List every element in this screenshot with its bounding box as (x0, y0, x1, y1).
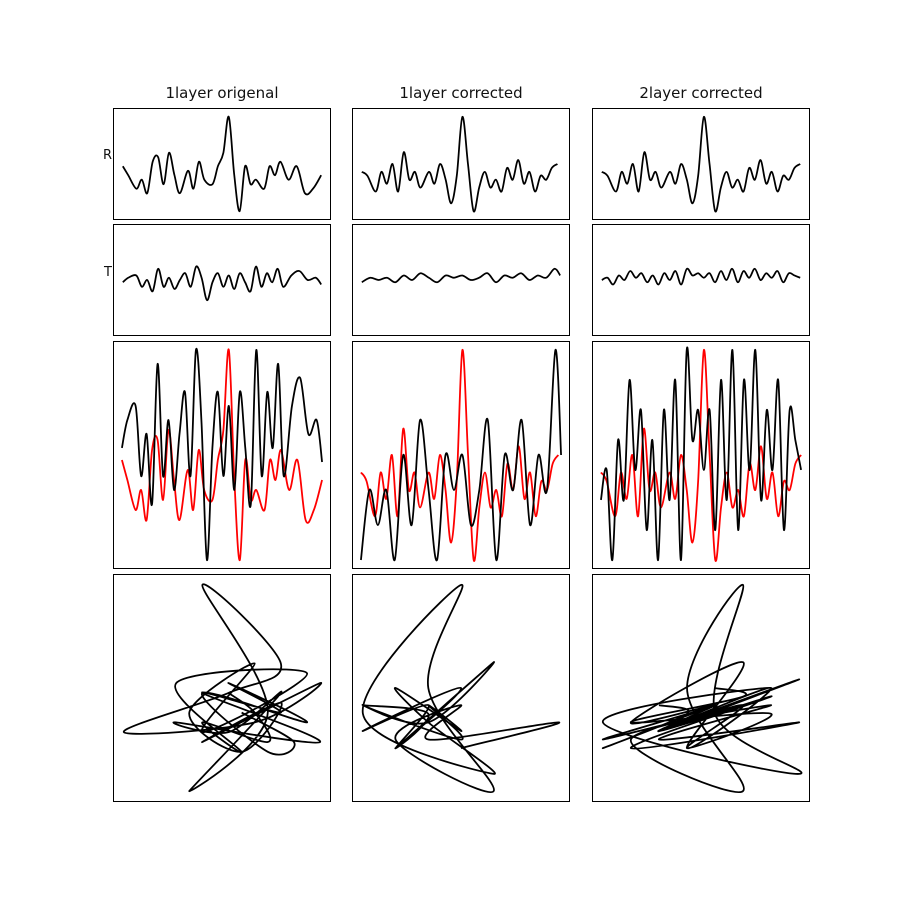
panel-motion-col2-plot (361, 584, 560, 793)
panel-overlay-col3-plot (600, 346, 802, 562)
column-title-2: 1layer corrected (399, 84, 523, 102)
column-title-1: 1layer origenal (165, 84, 279, 102)
series-t-overlay-line (121, 347, 323, 561)
series-r-overlay-line (600, 349, 802, 562)
panel-t-col2 (352, 224, 570, 336)
panel-t-col3 (592, 224, 810, 336)
panel-r-col3-plot (601, 115, 801, 213)
particle-motion-line (361, 584, 560, 793)
series-r-line (601, 115, 801, 213)
series-r-line (361, 115, 558, 213)
particle-motion-line (123, 583, 323, 792)
panel-t-col1 (113, 224, 331, 336)
panel-overlay-col1-plot (121, 347, 323, 561)
series-t-line (361, 267, 561, 284)
panel-motion-col1-plot (123, 583, 323, 792)
panel-overlay-col2 (352, 341, 570, 569)
panel-r-col1-plot (122, 115, 322, 213)
panel-overlay-col3 (592, 341, 810, 569)
column-title-3: 2layer corrected (639, 84, 763, 102)
panel-r-col2-plot (361, 115, 558, 213)
row-label-t: T (104, 265, 112, 280)
series-t-line (601, 267, 801, 286)
panel-motion-col3 (592, 574, 810, 802)
panel-motion-col3-plot (602, 584, 803, 793)
panel-overlay-col2-plot (360, 349, 562, 562)
panel-t-col2-plot (361, 267, 561, 284)
panel-r-col3 (592, 108, 810, 220)
panel-t-col1-plot (122, 265, 322, 302)
panel-overlay-col1 (113, 341, 331, 569)
series-r-line (122, 115, 322, 213)
panel-motion-col2 (352, 574, 570, 802)
panel-r-col2 (352, 108, 570, 220)
panel-motion-col1 (113, 574, 331, 802)
particle-motion-line (602, 584, 803, 793)
row-label-r: R (102, 148, 112, 163)
series-t-line (122, 265, 322, 302)
series-r-overlay-line (360, 349, 560, 562)
panel-r-col1 (113, 108, 331, 220)
panel-t-col3-plot (601, 267, 801, 286)
series-t-overlay-line (600, 346, 802, 561)
series-t-overlay-line (360, 349, 562, 562)
